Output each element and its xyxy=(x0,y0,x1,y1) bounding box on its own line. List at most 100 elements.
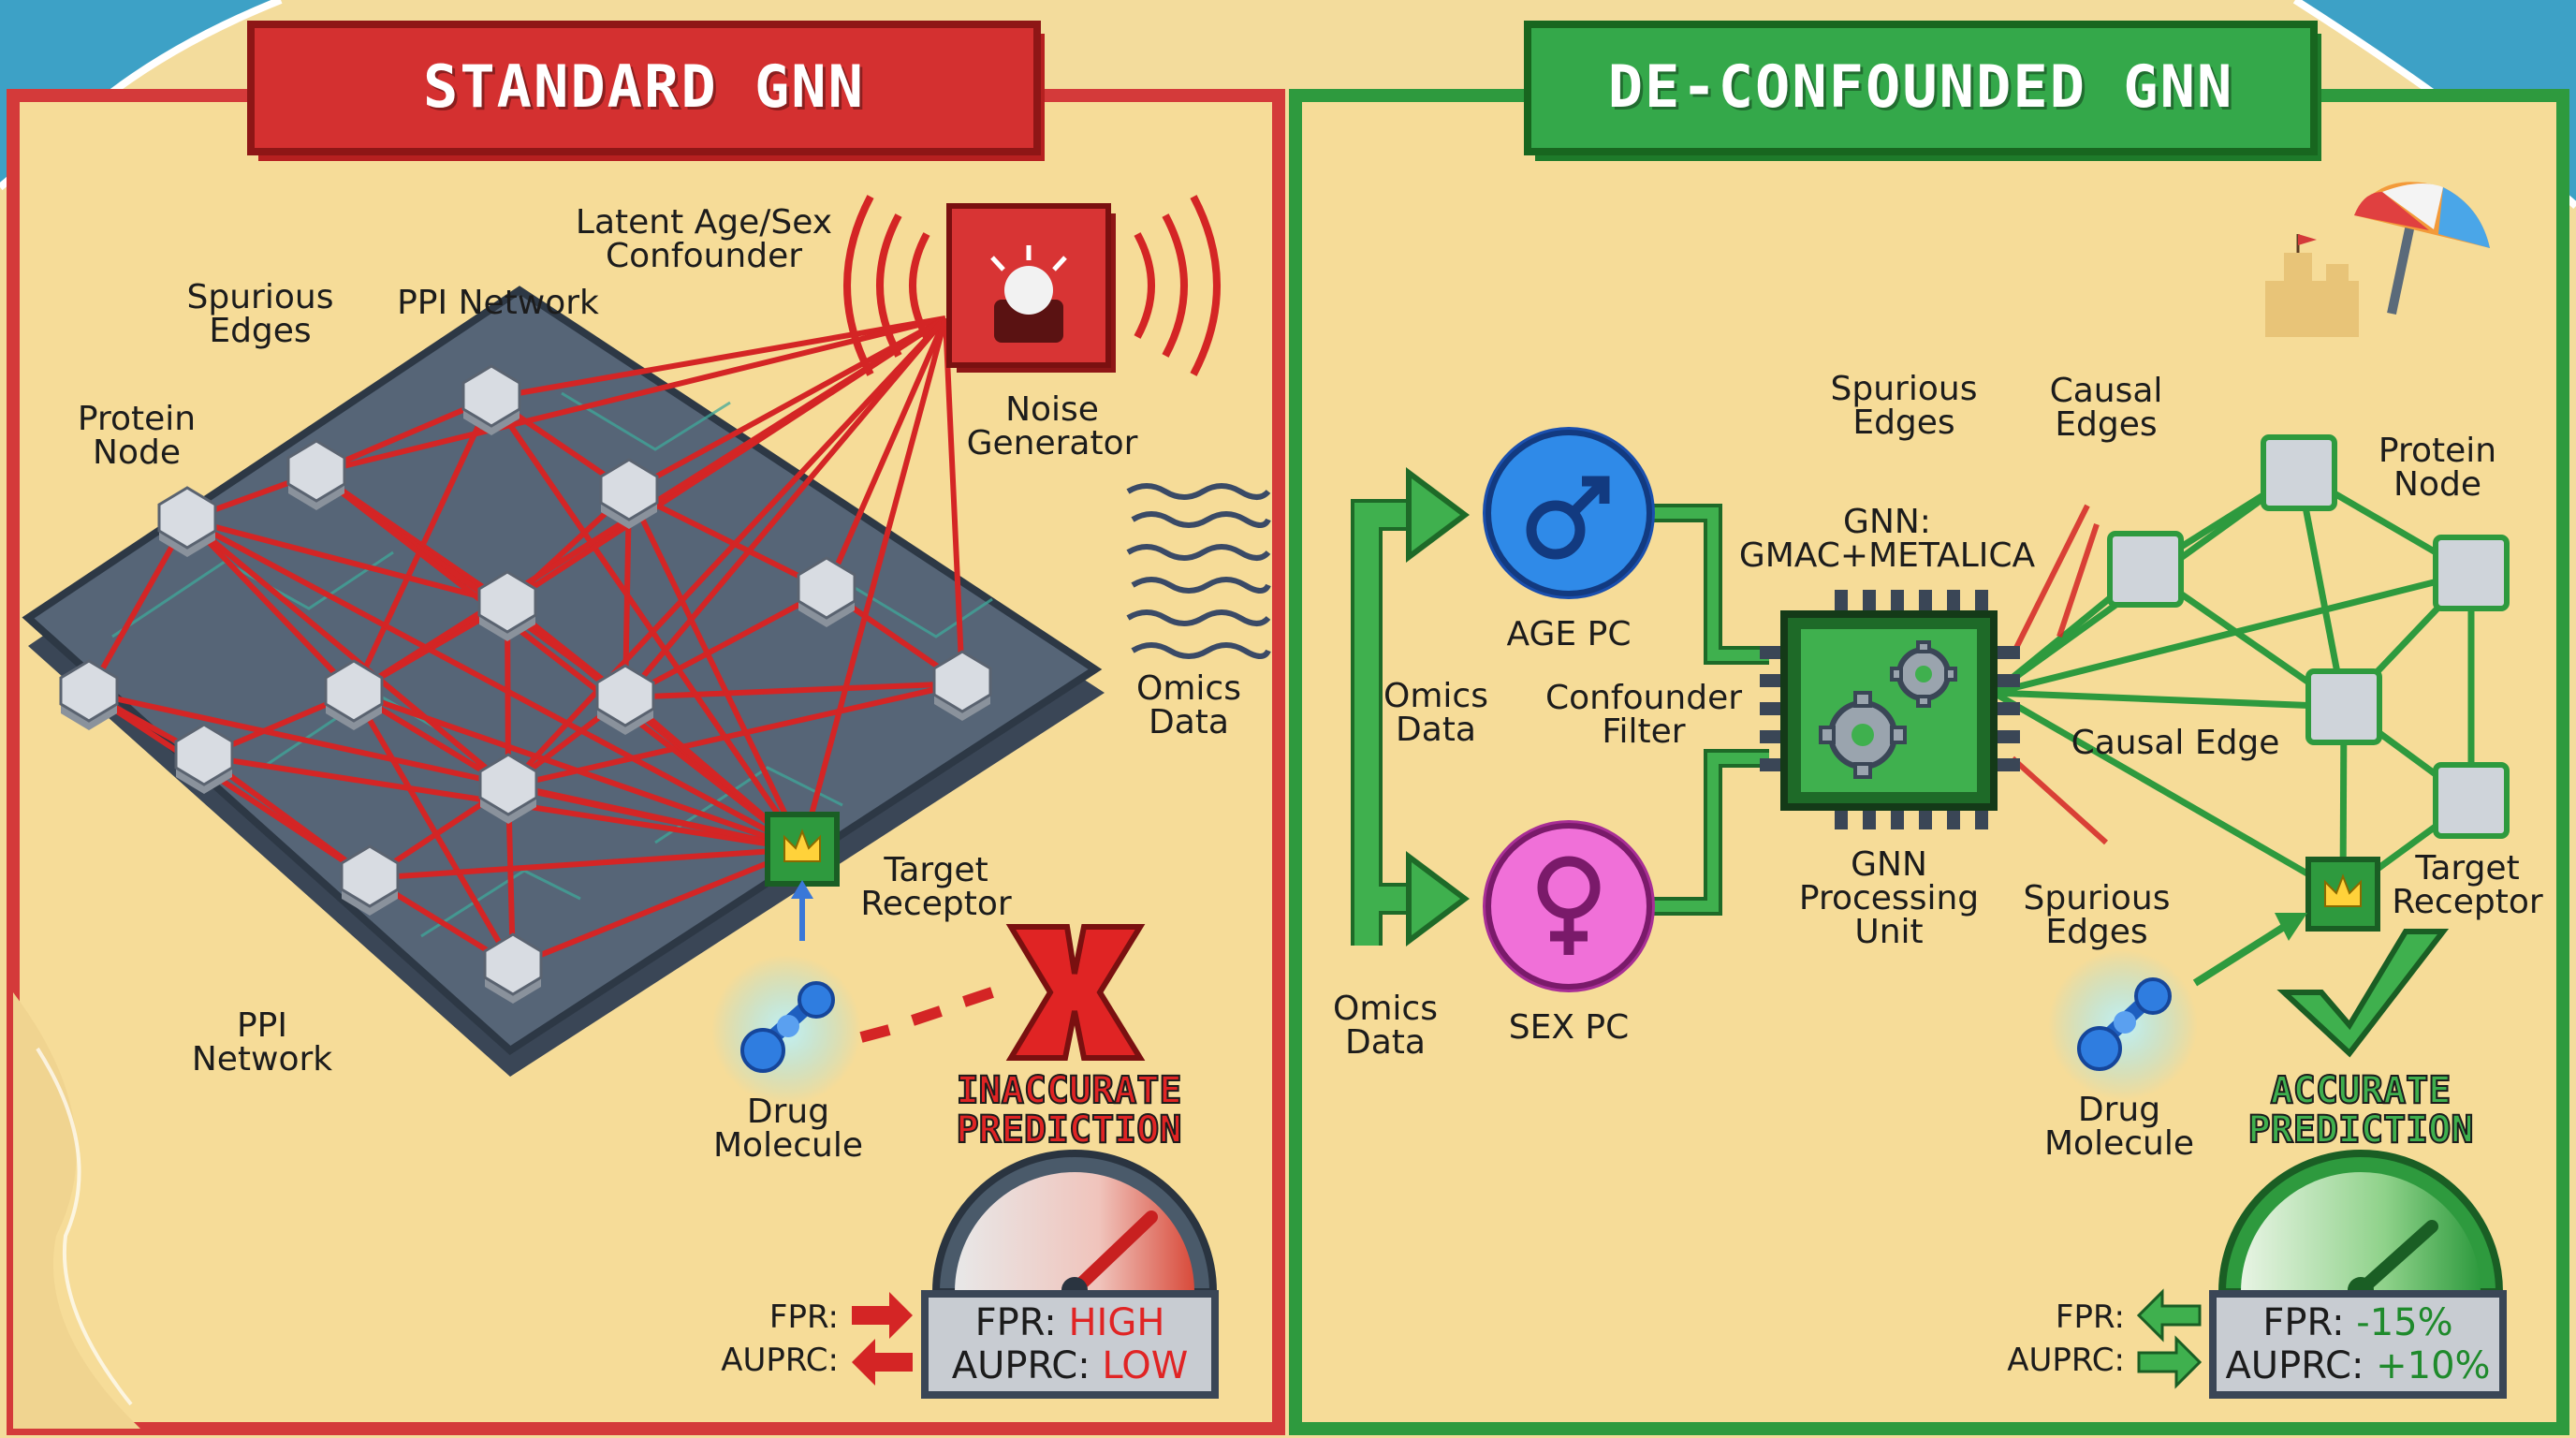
network-edge xyxy=(511,846,804,969)
network-edge xyxy=(315,315,946,476)
left-drug-molecule-label: Drug Molecule xyxy=(713,1095,863,1163)
right-metric-side-labels: FPR: AUPRC: xyxy=(1960,1296,2125,1382)
network-edge xyxy=(186,517,508,607)
network-edge xyxy=(507,784,803,852)
gnn-processing-unit-line-2: Processing xyxy=(1798,879,1980,917)
network-edge xyxy=(351,396,494,695)
gnn-processing-unit-line-3: Unit xyxy=(1854,913,1924,951)
network-edge xyxy=(824,316,948,592)
right-target-receptor-icon xyxy=(2305,857,2380,932)
confounder-filter-line-2: Filter xyxy=(1602,712,1686,751)
network-edge xyxy=(185,517,510,789)
protein-node-8 xyxy=(595,664,655,735)
accurate-prediction-line-1: ACCURATE xyxy=(2270,1069,2452,1112)
network-edge xyxy=(489,396,805,851)
network-edge xyxy=(623,587,828,700)
right-metric-box xyxy=(2209,1290,2507,1399)
left-auprc-value: LOW xyxy=(1102,1344,1189,1387)
right-drug-molecule-label: Drug Molecule xyxy=(2044,1093,2194,1161)
left-spurious-edges-line-2: Edges xyxy=(209,312,312,350)
gear-icon xyxy=(1819,691,1907,779)
right-spurious-edges-bottom-label: Spurious Edges xyxy=(2024,882,2171,949)
ppi-network-bottom-label: PPI Network xyxy=(192,1009,332,1077)
right-auprc-key: AUPRC: xyxy=(2225,1344,2364,1387)
right-spurious-edges-bottom-line-2: Edges xyxy=(2045,913,2148,951)
network-edge xyxy=(353,690,803,852)
gnn-chip-icon xyxy=(1760,590,2020,829)
protein-node-5 xyxy=(797,556,856,627)
network-edge xyxy=(1992,689,2345,898)
left-target-receptor-line-2: Receptor xyxy=(860,885,1012,923)
right-omics-data-bottom-label: Omics Data xyxy=(1333,992,1438,1060)
latent-confounder-label: Latent Age/Sex Confounder xyxy=(576,206,832,273)
alarm-signal-waves xyxy=(843,195,1221,376)
left-protein-node-line-1: Protein xyxy=(77,400,197,438)
left-protein-node-line-2: Node xyxy=(93,433,181,472)
gnn-model-line-2: GMAC+METALICA xyxy=(1738,536,2036,575)
protein-node-4 xyxy=(477,570,537,641)
ppi-network-top-label: PPI Network xyxy=(397,284,599,322)
latent-confounder-line-1: Latent Age/Sex xyxy=(575,203,833,242)
protein-node-10 xyxy=(174,723,234,794)
left-metric-values: FPR: HIGH AUPRC: LOW xyxy=(952,1301,1189,1387)
network-edge xyxy=(87,690,372,881)
right-omics-data-top-line-1: Omics xyxy=(1383,677,1488,715)
left-metric-arrows xyxy=(852,1292,913,1386)
inaccurate-prediction-label: INACCURATE PREDICTION xyxy=(956,1070,1183,1151)
network-edge xyxy=(943,317,965,684)
left-gauge-icon xyxy=(931,1150,1218,1303)
left-auprc-row: AUPRC: LOW xyxy=(952,1344,1189,1387)
left-target-receptor-label: Target Receptor xyxy=(860,854,1011,921)
gnn-processing-unit-label: GNN Processing Unit xyxy=(1799,848,1979,949)
confounder-filter-line-1: Confounder xyxy=(1544,679,1743,717)
network-edge xyxy=(184,517,357,696)
left-omics-data-label: Omics Data xyxy=(1136,672,1241,740)
network-edge xyxy=(627,489,828,593)
noise-generator-line-2: Generator xyxy=(966,424,1138,462)
right-filtered-spurious-edges xyxy=(2010,504,2109,845)
protein-node-r0 xyxy=(2261,434,2337,511)
left-auprc-side-label: AUPRC: xyxy=(721,1342,839,1379)
network-edge xyxy=(1993,689,2345,711)
left-metric-box xyxy=(921,1290,1219,1399)
drug-to-receptor-arrow xyxy=(2192,923,2287,987)
right-auprc-value: +10% xyxy=(2376,1344,2491,1387)
latent-confounder-line-2: Confounder xyxy=(605,237,803,275)
noise-generator-line-1: Noise xyxy=(1005,390,1099,429)
network-edge xyxy=(315,470,804,852)
causal-edges-label: Causal Edges xyxy=(2050,374,2163,442)
right-drug-molecule-line-2: Molecule xyxy=(2044,1124,2194,1163)
left-target-receptor-line-1: Target xyxy=(884,851,988,889)
accurate-prediction-label: ACCURATE PREDICTION xyxy=(2247,1069,2475,1151)
protein-node-12 xyxy=(340,844,400,916)
left-shore-foam xyxy=(36,1047,133,1406)
receptor-up-arrow-head xyxy=(791,880,813,899)
right-protein-nodes xyxy=(2107,434,2510,839)
right-target-receptor-line-2: Receptor xyxy=(2392,883,2543,921)
gnn-processing-unit-line-1: GNN xyxy=(1851,845,1927,884)
gnn-model-line-1: GNN: xyxy=(1843,503,1931,541)
left-panel-title: STANDARD GNN xyxy=(423,52,865,121)
protein-node-r3 xyxy=(2305,668,2382,745)
left-drug-molecule-icon xyxy=(711,955,861,1105)
right-fpr-side-label: FPR: xyxy=(2055,1299,2125,1336)
protein-node-r1 xyxy=(2107,531,2184,608)
left-spurious-edges-line-1: Spurious xyxy=(186,278,334,316)
right-protein-node-line-2: Node xyxy=(2393,465,2481,504)
protein-node-0 xyxy=(461,364,521,435)
left-drug-molecule-line-1: Drug xyxy=(746,1093,830,1131)
left-omics-data-line-1: Omics xyxy=(1136,669,1241,708)
network-edge xyxy=(624,681,963,700)
left-fpr-value: HIGH xyxy=(1068,1301,1165,1344)
protein-node-6 xyxy=(59,659,119,730)
noise-generator-icon xyxy=(946,203,1116,373)
network-edge xyxy=(369,846,803,881)
gear-icon-small xyxy=(1890,640,1957,708)
left-metric-side-labels: FPR: AUPRC: xyxy=(674,1296,839,1382)
network-edge xyxy=(351,691,516,968)
right-metric-values: FPR: -15% AUPRC: +10% xyxy=(2225,1301,2490,1387)
right-omics-data-bottom-line-1: Omics xyxy=(1333,990,1438,1028)
drug-to-receptor-arrow-head xyxy=(2275,913,2307,941)
right-protein-node-label: Protein Node xyxy=(2378,434,2496,502)
